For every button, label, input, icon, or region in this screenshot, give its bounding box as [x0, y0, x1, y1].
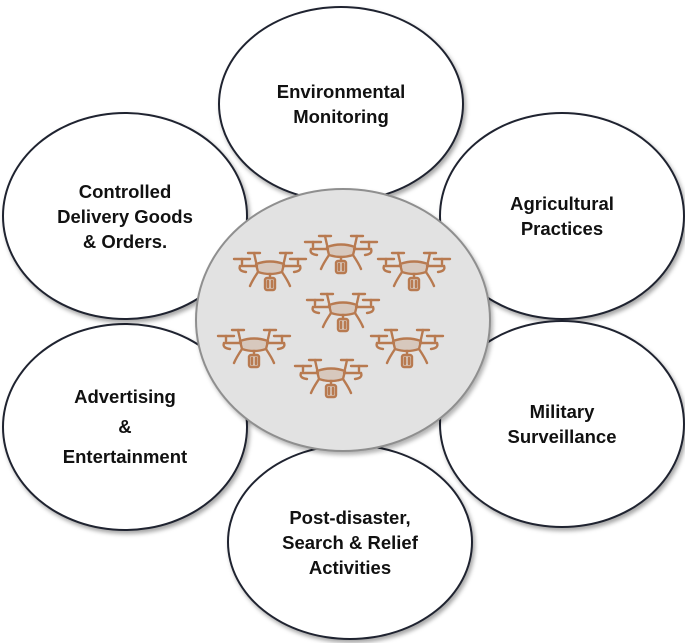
drone-icon [216, 328, 292, 369]
drone-icon [303, 234, 379, 275]
controlled-delivery-label: Controlled Delivery Goods & Orders. [57, 180, 193, 252]
environmental-monitoring-circle: Environmental Monitoring [218, 6, 464, 202]
drone-icon [376, 251, 452, 292]
drone-icon [293, 358, 369, 399]
environmental-monitoring-label: Environmental Monitoring [276, 81, 406, 127]
drone-icon [232, 251, 308, 292]
military-surveillance-label: Military Surveillance [507, 401, 617, 447]
drone-icon [369, 328, 445, 369]
drone-icon [305, 292, 381, 333]
advertising-entertainment-label: Advertising & Entertainment [62, 386, 188, 467]
post-disaster-relief-circle: Post-disaster, Search & Relief Activitie… [227, 444, 473, 640]
drone-swarm-icon [216, 234, 452, 399]
agricultural-practices-label: Agricultural Practices [510, 193, 614, 239]
drone-swarm-hub [195, 188, 491, 452]
post-disaster-relief-label: Post-disaster, Search & Relief Activitie… [282, 506, 418, 578]
military-surveillance-circle: Military Surveillance [439, 320, 685, 528]
